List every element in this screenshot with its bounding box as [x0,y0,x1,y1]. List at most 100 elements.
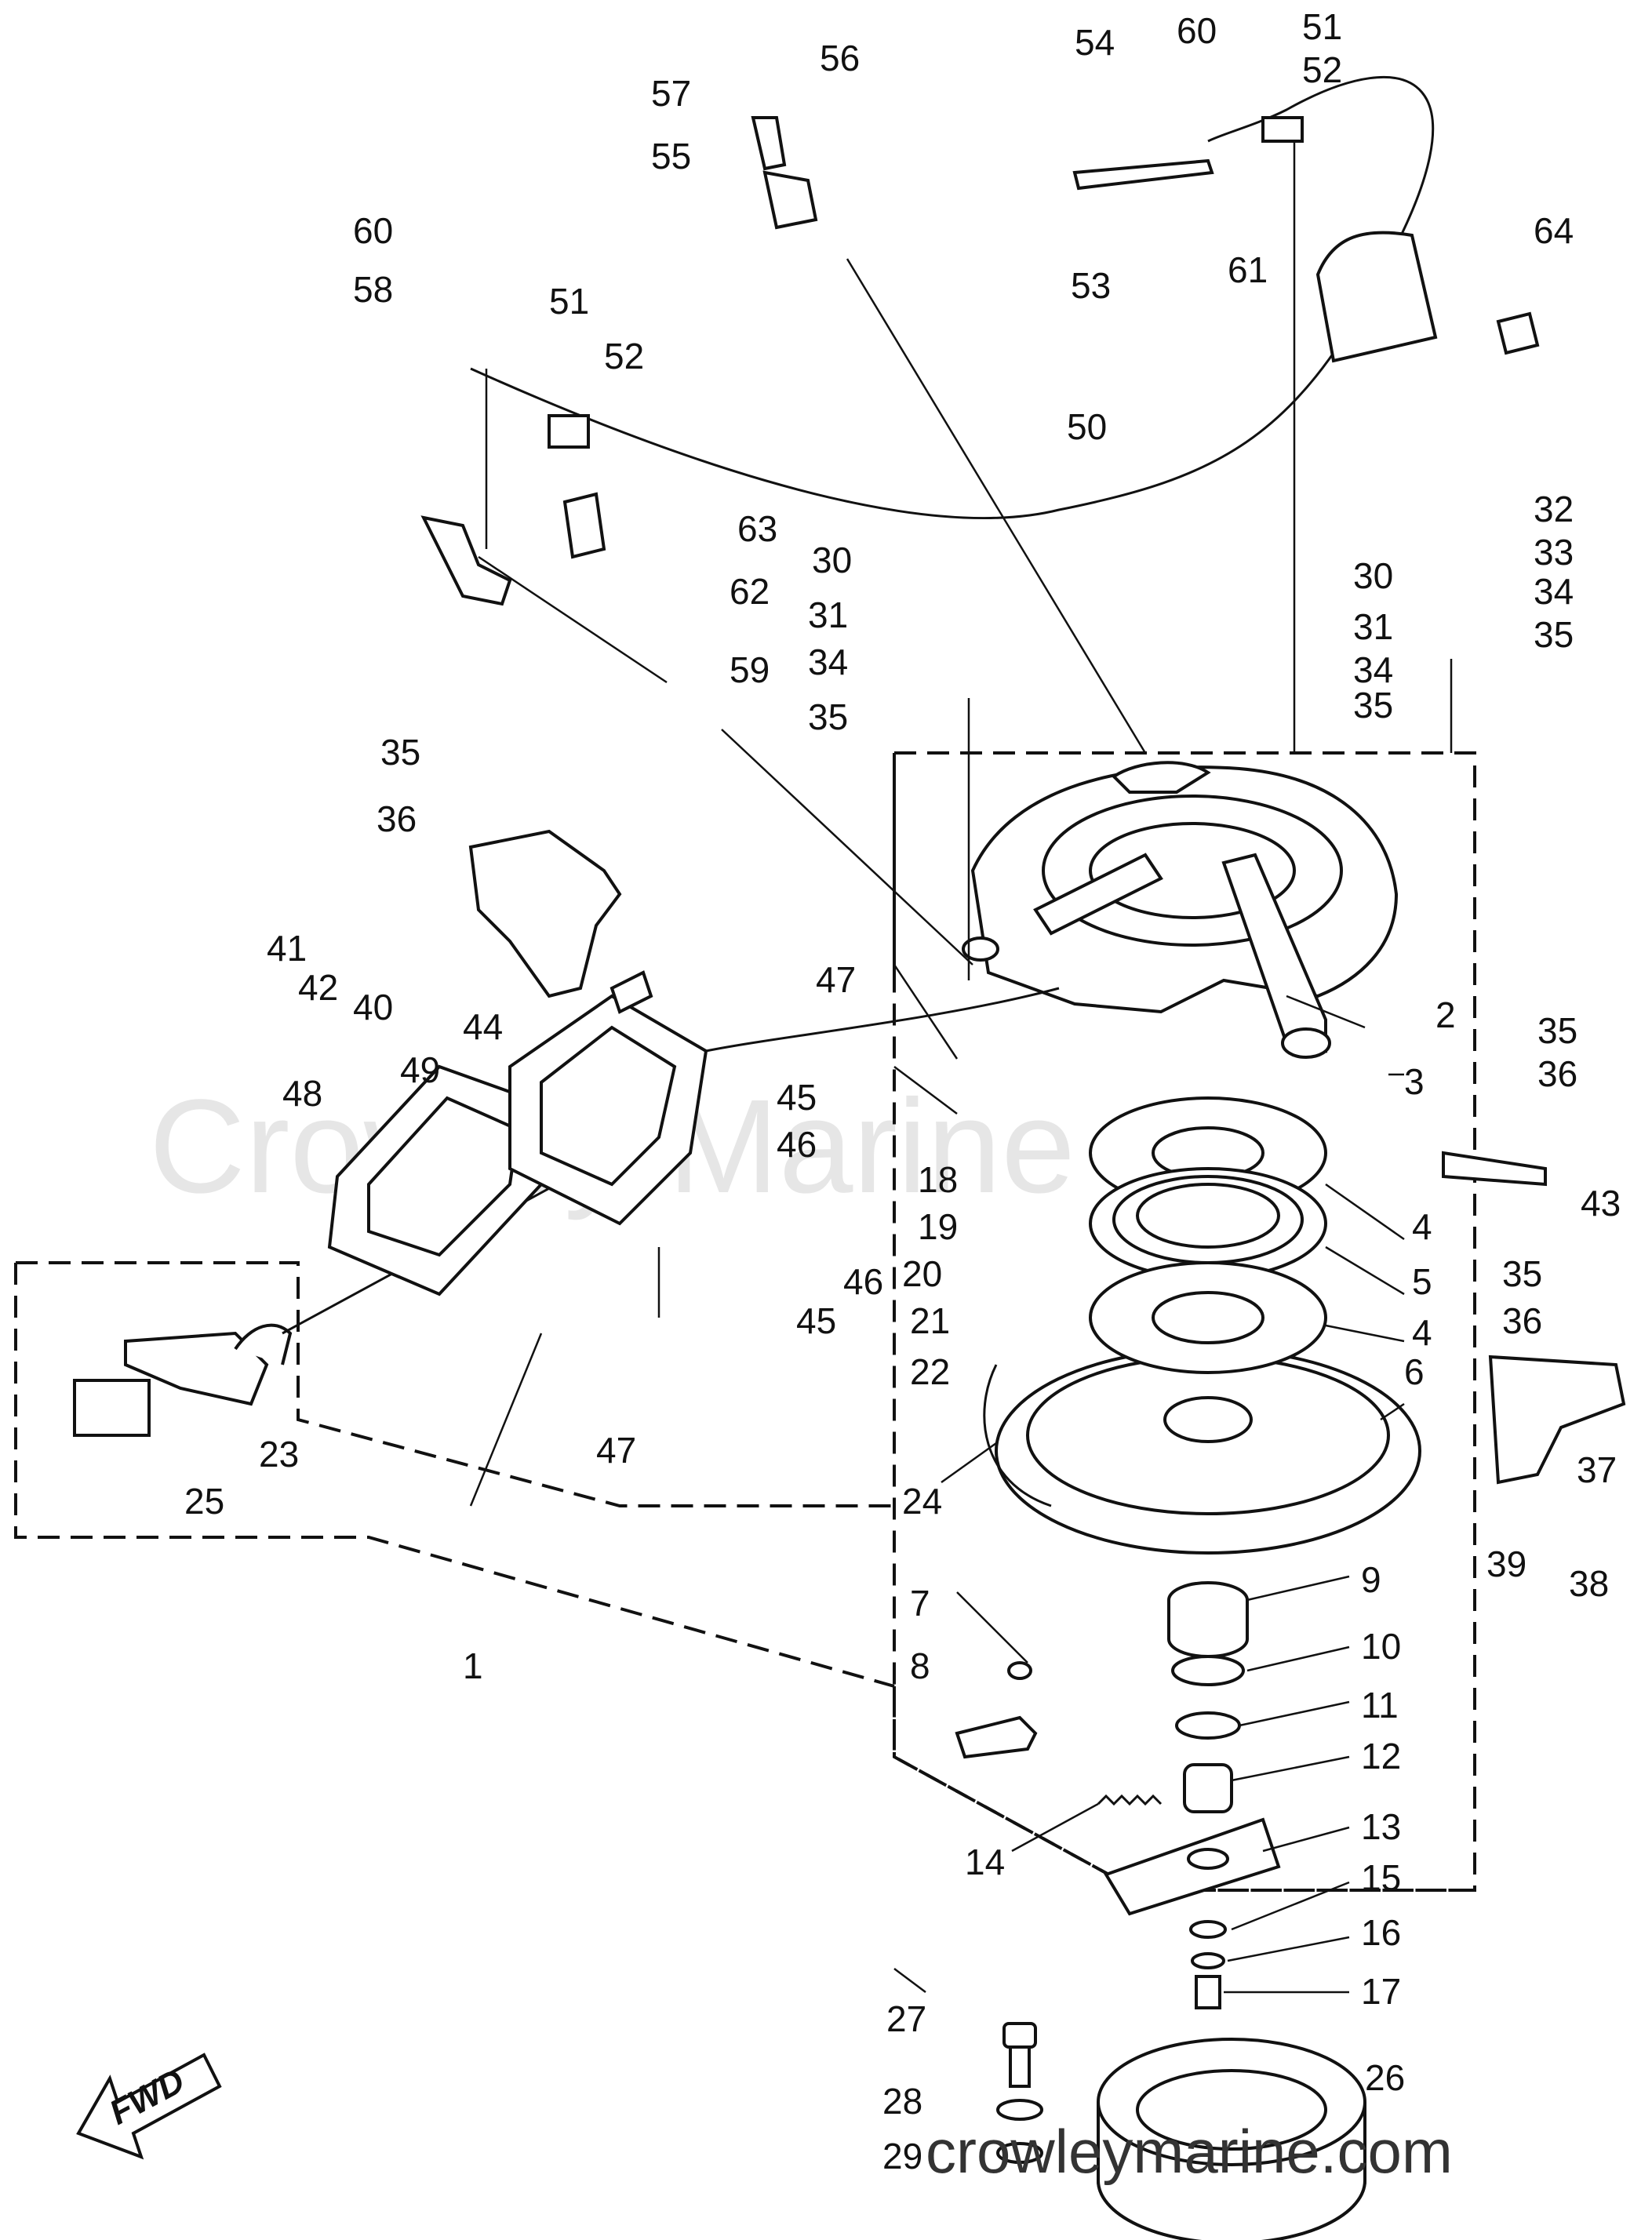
callout-label-c28: 28 [882,2081,922,2122]
callout-label-c6: 6 [1404,1351,1425,1392]
footer-url: crowleymarine.com [926,2117,1453,2186]
cover-plate [1315,231,1438,363]
drum-bolt [996,2022,1043,2164]
callout-label-c47a: 47 [816,959,856,1000]
callout-label-c10: 10 [1361,1626,1401,1667]
callout-label-c7: 7 [910,1583,930,1624]
callout-label-c40: 40 [353,987,393,1027]
callout-label-c18: 18 [918,1159,958,1200]
callout-label-c26: 26 [1365,2057,1405,2098]
callout-label-c16: 16 [1361,1912,1401,1953]
callout-label-c55: 55 [651,136,691,176]
callout-label-c35d: 35 [380,732,420,773]
starter-drum [1097,2038,1366,2240]
pawl [955,1715,1038,1759]
callout-label-c42: 42 [298,967,338,1008]
pawl-pin [1007,1661,1032,1680]
callout-label-c63: 63 [737,508,777,549]
callout-label-c37: 37 [1577,1449,1617,1490]
callout-label-c22: 22 [910,1351,950,1392]
callout-label-c11: 11 [1361,1685,1399,1725]
callout-label-c36c: 36 [1502,1300,1542,1341]
callout-label-c14: 14 [965,1842,1005,1882]
callout-label-c52b: 52 [604,336,644,376]
callout-label-c50: 50 [1067,406,1107,447]
handle-clip [73,1379,151,1437]
callout-label-c38: 38 [1569,1563,1609,1604]
callout-label-c23: 23 [259,1434,299,1475]
callout-label-c9: 9 [1361,1559,1381,1600]
callout-label-c29: 29 [882,2136,922,2176]
callout-label-c36a: 36 [377,798,417,839]
callout-label-c1: 1 [463,1645,483,1686]
callout-label-c56: 56 [820,38,860,78]
callout-label-c15: 15 [1361,1857,1401,1898]
callout-label-c35a: 35 [808,696,848,737]
rope-to-pulley [705,987,1060,1053]
callout-label-c32: 32 [1534,489,1574,529]
callout-label-c35c: 35 [1534,614,1574,655]
starter-pulley [995,1347,1421,1555]
lock-plate [1442,1151,1547,1187]
callout-label-c59: 59 [730,649,770,690]
choke-link [1072,158,1214,191]
callout-label-c39: 39 [1486,1544,1526,1584]
callout-label-c21: 21 [910,1300,950,1341]
callout-label-c30a: 30 [812,540,852,580]
assembly-boundary-starter-handle [16,1261,894,1507]
leader-lines [469,141,1453,1994]
callout-label-c47b: 47 [596,1430,636,1471]
spring-plate-lower [1089,1261,1327,1374]
callout-label-c46a: 46 [777,1124,817,1165]
callout-label-c36b: 36 [1537,1053,1577,1094]
callout-label-c46b: 46 [843,1261,883,1302]
recoil-starter-housing [962,761,1399,1059]
callout-label-c51b: 51 [549,281,589,322]
callout-label-c61: 61 [1228,249,1268,290]
callout-label-c2: 2 [1435,995,1456,1035]
callout-label-c33: 33 [1534,532,1574,573]
callout-label-c27: 27 [886,1998,926,2039]
fwd-arrow-icon: FWD [76,2053,222,2160]
callout-label-c62: 62 [730,571,770,612]
throttle-lever [420,515,512,606]
callout-label-c4a: 4 [1412,1206,1432,1247]
cable-holder [762,170,818,230]
cable-clamp-left [548,414,590,449]
callout-label-c19: 19 [918,1206,958,1247]
callout-label-c8: 8 [910,1645,930,1686]
cable-clamp-right [1261,116,1304,143]
callout-label-c12: 12 [1361,1736,1401,1776]
callout-label-c60b: 60 [353,210,393,251]
callout-label-c54: 54 [1075,22,1115,63]
callout-label-c51a: 51 [1302,6,1342,47]
callout-label-c43: 43 [1581,1183,1621,1224]
callout-label-c20: 20 [902,1253,942,1294]
starter-handle [124,1323,293,1406]
callout-label-c13: 13 [1361,1806,1401,1847]
callout-label-c30b: 30 [1353,555,1393,596]
callout-label-c34a: 34 [808,642,848,682]
callout-label-c24: 24 [902,1481,942,1522]
callout-label-c49: 49 [400,1049,440,1090]
cable-end [1496,311,1540,355]
assembly-boundary-lower [893,1686,1475,1892]
recoil-spring [1089,1167,1327,1280]
callout-label-c53: 53 [1071,265,1111,306]
callout-label-c41: 41 [267,928,307,969]
pawl-spring [1097,1794,1163,1806]
callout-label-c4b: 4 [1412,1312,1432,1353]
callout-label-c60a: 60 [1177,10,1217,51]
callout-label-c34b: 34 [1353,649,1393,690]
callout-label-c34c: 34 [1534,571,1574,612]
callout-label-c45b: 45 [796,1300,836,1341]
starter-bracket [468,829,622,998]
stopper-pin [751,116,787,171]
callout-label-c44: 44 [463,1006,503,1047]
callout-label-c35f: 35 [1502,1253,1542,1294]
callout-label-c57: 57 [651,73,691,114]
cable-bracket [562,492,606,559]
callout-label-c17: 17 [1361,1971,1401,2012]
